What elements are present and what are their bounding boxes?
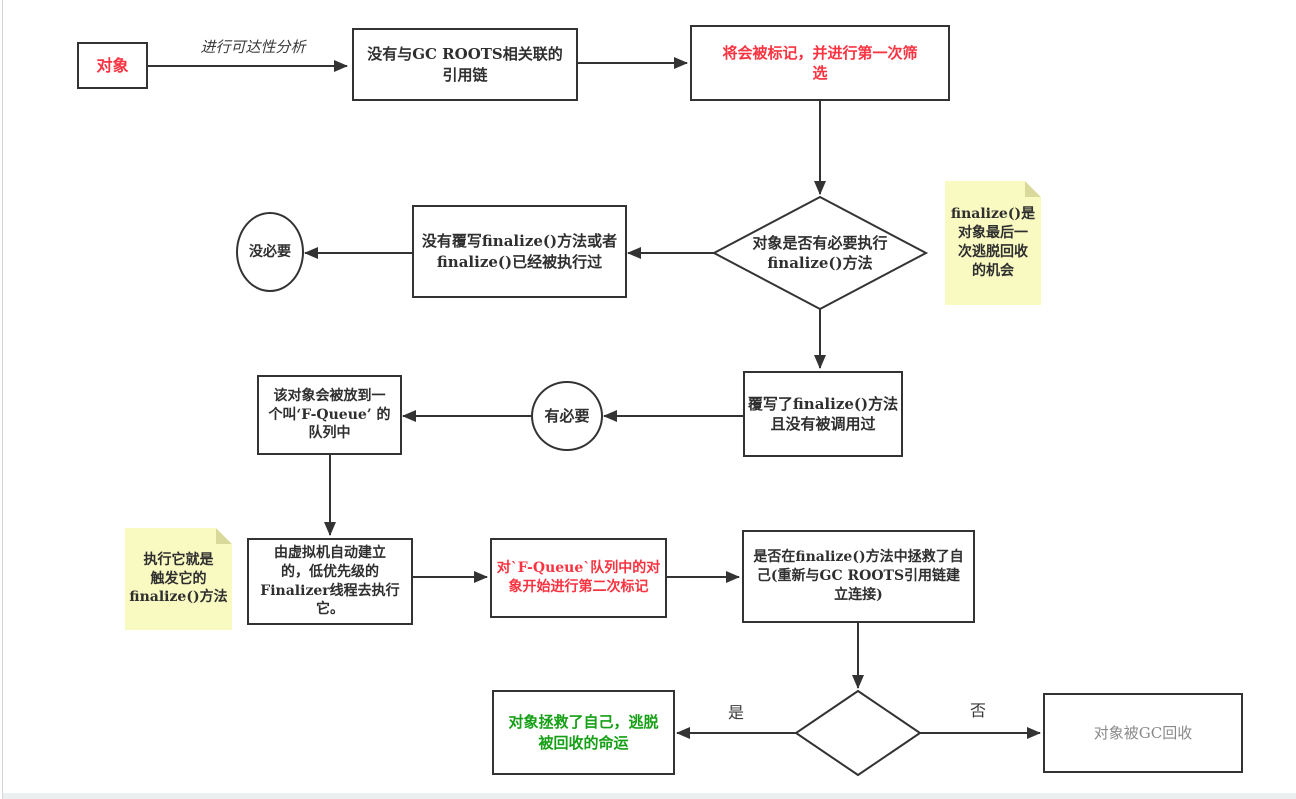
note-text: finalize()是 对象最后一 次逃脱回收 的机会 (950, 206, 1036, 279)
bottom-edge-strip (3, 793, 1296, 799)
edge-label-reachability-analysis: 进行可达性分析 (200, 38, 306, 56)
note-fold-corner-icon (1025, 181, 1041, 197)
decision-finalize-needed-label: 对象是否有必要执行 finalize()方法 (752, 233, 888, 272)
left-edge-rule (2, 0, 3, 799)
node-collected-by-gc: 对象被GC回收 (1043, 693, 1243, 773)
sticky-note-finalize-last-chance: finalize()是 对象最后一 次逃脱回收 的机会 (945, 181, 1041, 305)
sticky-note-trigger-finalize: 执行它就是 触发它的 finalize()方法 (125, 528, 232, 630)
note-text: 执行它就是 触发它的 finalize()方法 (129, 551, 228, 606)
node-finalizer-thread: 由虚拟机自动建立 的，低优先级的 Finalizer线程去执行 它。 (247, 538, 413, 625)
node-second-mark: 对`F-Queue`队列中的对 象开始进行第二次标记 (490, 538, 667, 618)
node-overridden-not-called: 覆写了finalize()方法 且没有被调用过 (743, 371, 903, 457)
node-not-overridden-or-executed: 没有覆写finalize()方法或者 finalize()已经被执行过 (412, 205, 627, 298)
terminator-need: 有必要 (531, 381, 603, 451)
node-first-mark: 将会被标记，并进行第一次筛 选 (690, 25, 950, 101)
decision-diamond-self-saved (794, 689, 922, 777)
node-saved-question: 是否在finalize()方法中拯救了自 己(重新与GC ROOTS引用链建 立… (742, 530, 975, 623)
node-object-saved: 对象拯救了自己，逃脱 被回收的命运 (492, 690, 675, 775)
note-fold-corner-icon (216, 528, 232, 544)
node-object: 对象 (77, 42, 148, 89)
node-fqueue: 该对象会被放到一 个叫‘F-Queue’ 的 队列中 (257, 375, 402, 455)
edge-label-yes: 是 (727, 703, 744, 722)
node-no-gc-roots-chain: 没有与GC ROOTS相关联的 引用链 (352, 28, 578, 101)
edge-label-no: 否 (969, 701, 986, 720)
terminator-no-need: 没必要 (236, 212, 304, 292)
